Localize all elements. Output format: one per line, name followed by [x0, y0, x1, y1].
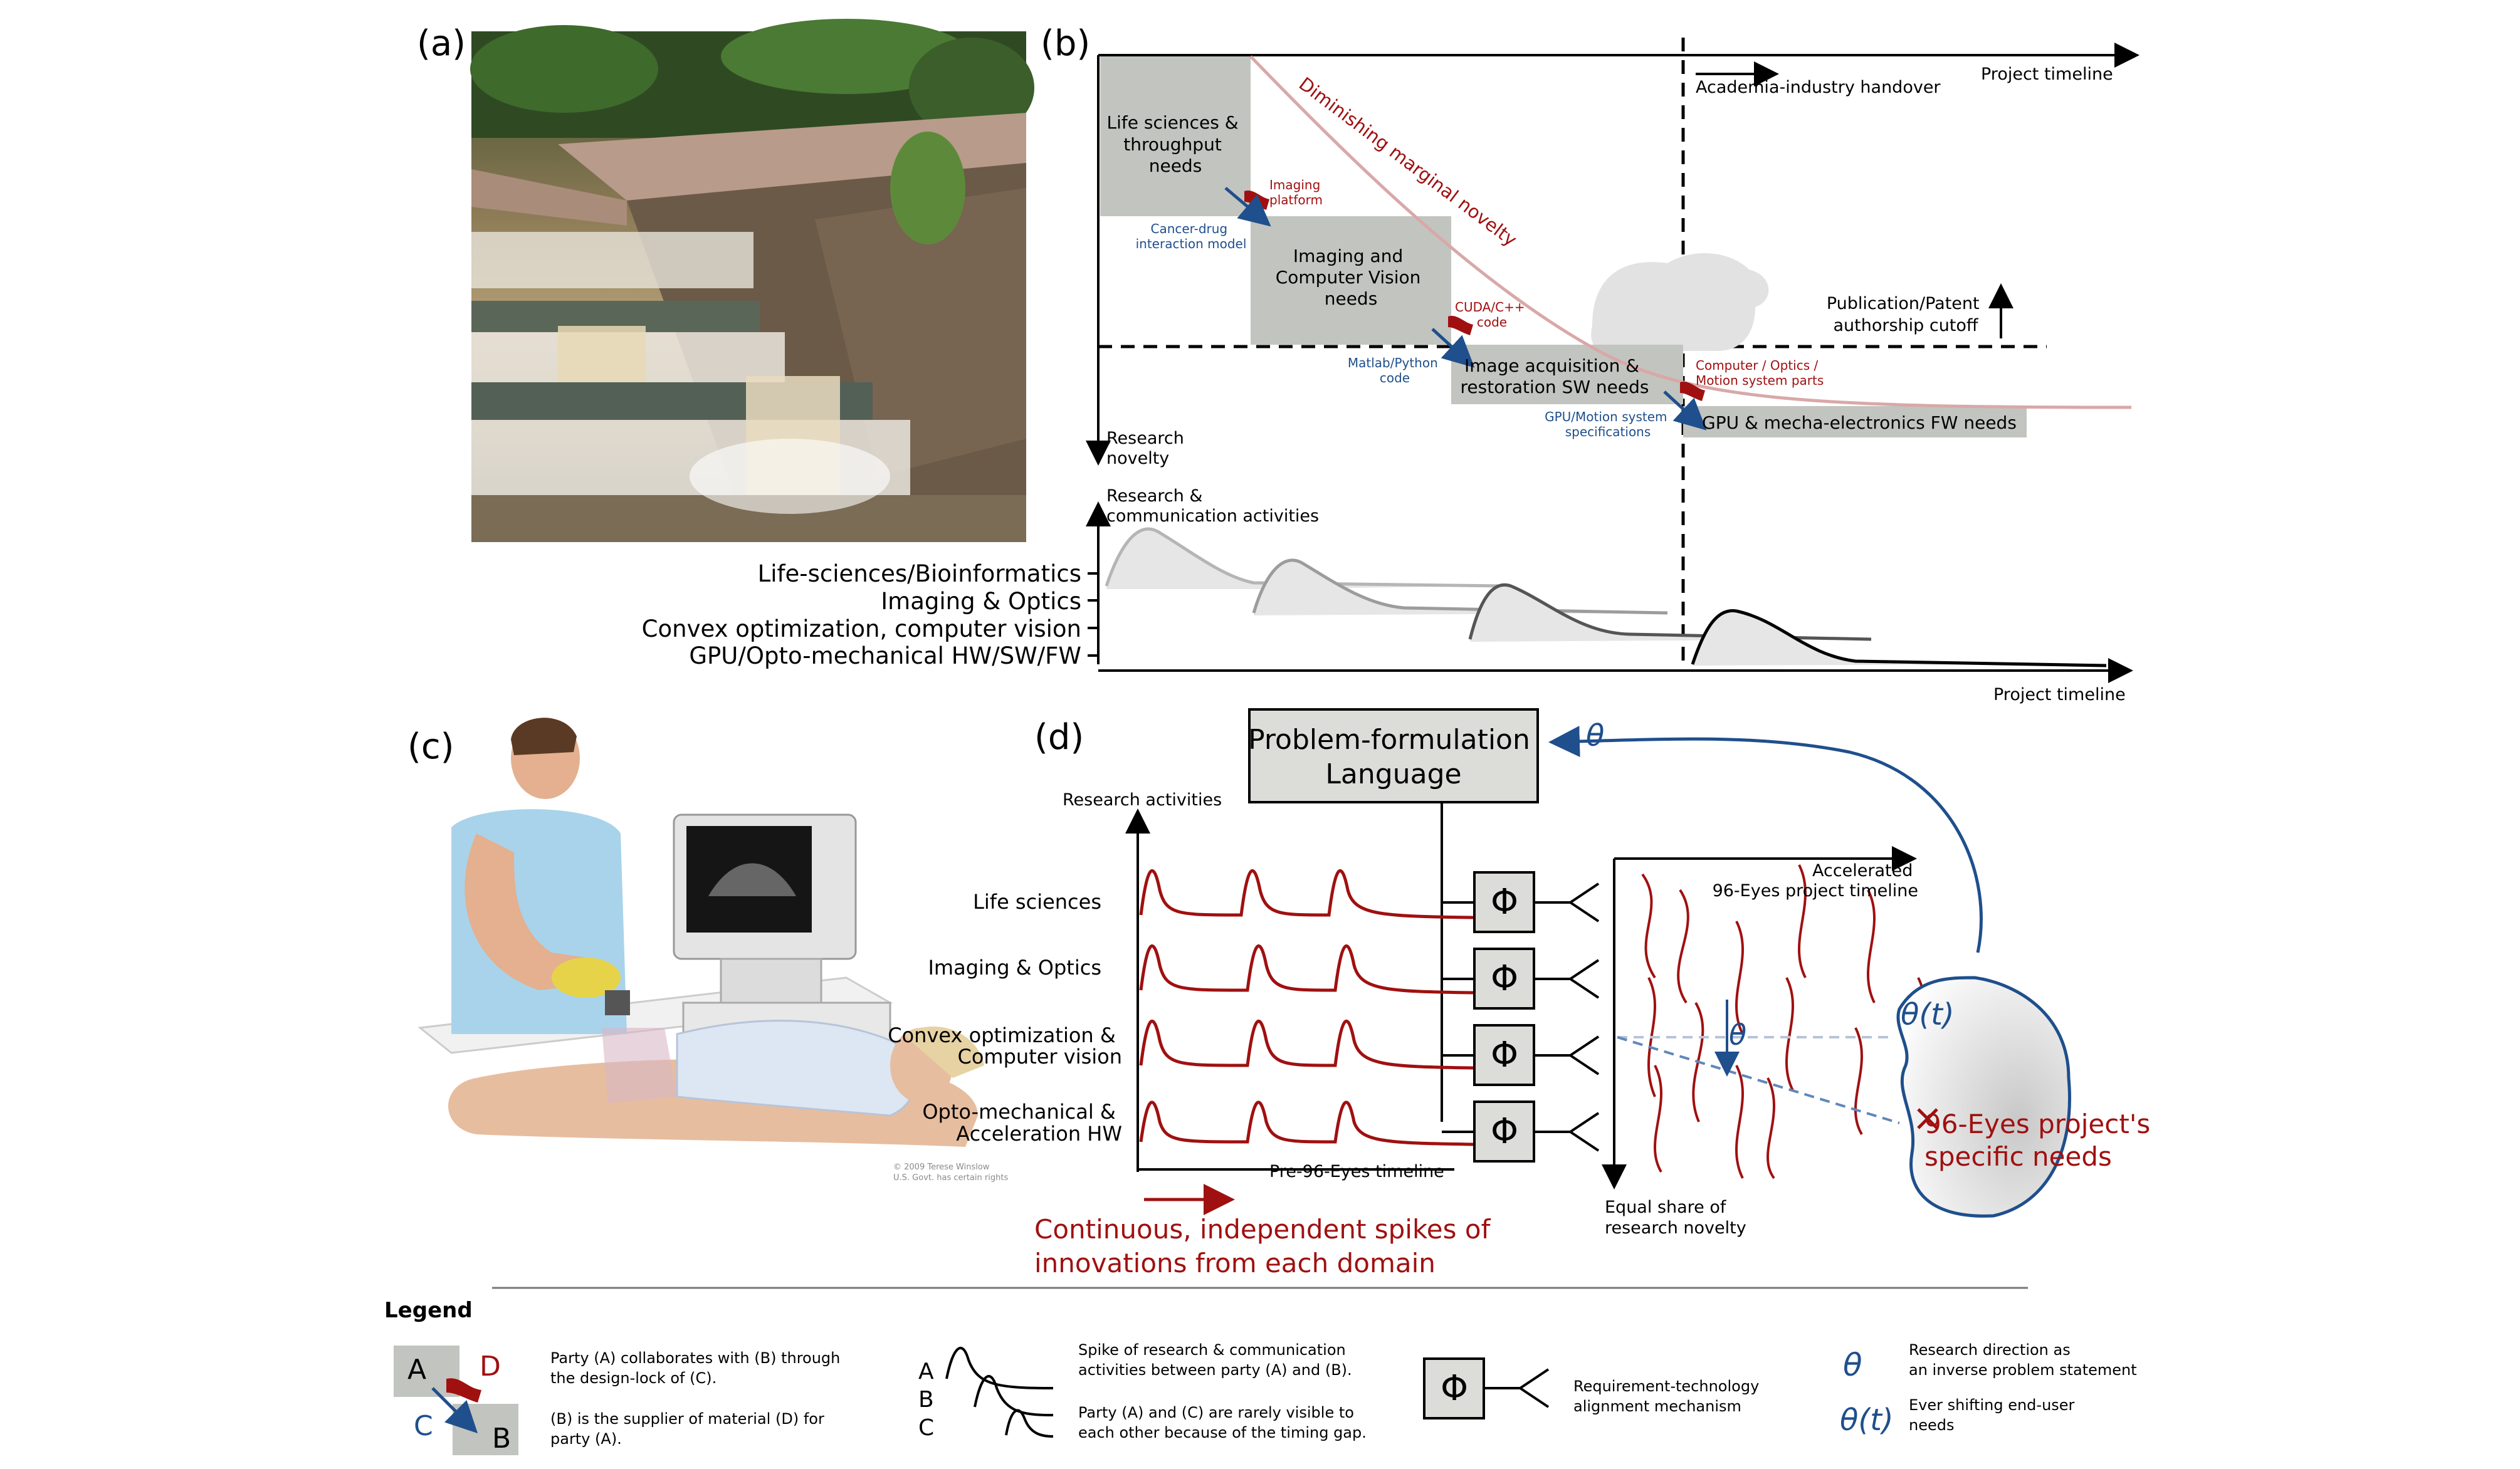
cancer-drug-label: Cancer-drug interaction model — [1136, 221, 1247, 251]
box2-label: Imaging and Computer Vision needs — [1276, 246, 1427, 309]
project-timeline-label: Project timeline — [1981, 65, 2113, 84]
row-convex: Convex optimization, computer vision — [642, 615, 1081, 642]
legend-A: A — [407, 1354, 426, 1386]
legend-text-timing: Party (A) and (C) are rarely visible to … — [1078, 1404, 1367, 1441]
panel-b-diagram — [1086, 38, 2139, 683]
imaging-platform-label: Imaging platform — [1269, 177, 1325, 207]
legend-theta: θ — [1843, 1347, 1862, 1383]
panel-label-b: (b) — [1041, 23, 1090, 64]
phi-4: Φ — [1491, 1111, 1518, 1152]
box3-label: Image acquisition & restoration SW needs — [1461, 355, 1649, 397]
legend-spike-B: B — [918, 1387, 934, 1413]
d-row-imaging-optics: Imaging & Optics — [928, 956, 1101, 980]
legend-collab-symbol — [394, 1346, 518, 1455]
legend-C: C — [414, 1410, 433, 1442]
project-timeline-2-label: Project timeline — [1993, 685, 2126, 704]
row-imaging-optics: Imaging & Optics — [881, 588, 1081, 615]
equal-share-label: Equal share of research novelty — [1605, 1198, 1746, 1238]
legend-B: B — [492, 1423, 511, 1455]
legend-text-alignment: Requirement-technology alignment mechani… — [1573, 1378, 1764, 1415]
phi-3: Φ — [1491, 1035, 1518, 1075]
research-comm-label: Research & communication activities — [1106, 486, 1319, 526]
copyright-note: © 2009 Terese Winslow U.S. Govt. has cer… — [893, 1163, 1008, 1183]
panel-label-d: (d) — [1034, 717, 1084, 758]
theta-mid-label: θ — [1729, 1018, 1746, 1052]
pre-timeline-label: Pre-96-Eyes timeline — [1269, 1162, 1444, 1181]
cuda-label: CUDA/C++ code — [1455, 300, 1529, 330]
legend-title: Legend — [384, 1298, 473, 1323]
legend-phi: Φ — [1441, 1368, 1468, 1409]
d-row-convex: Convex optimization & Computer vision — [888, 1023, 1122, 1069]
legend-phi-symbol — [1423, 1357, 1550, 1419]
research-novelty-label: Research novelty — [1106, 429, 1189, 468]
accelerated-label: Accelerated 96-Eyes project timeline — [1713, 861, 1918, 901]
d-row-life-sciences: Life sciences — [973, 890, 1101, 914]
legend-D: D — [480, 1351, 501, 1383]
specific-needs-label: 96-Eyes project's specific needs — [1924, 1109, 2159, 1172]
fish-ladder-photo — [470, 19, 1034, 542]
legend-spike-A: A — [918, 1359, 934, 1384]
handover-label: Academia-industry handover — [1696, 78, 1941, 97]
research-activities-label: Research activities — [1063, 790, 1222, 810]
d-row-opto: Opto-mechanical & Acceleration HW — [922, 1100, 1122, 1146]
computer-optics-label: Computer / Optics / Motion system parts — [1696, 358, 1824, 388]
legend-spike-symbol — [945, 1347, 1054, 1438]
continuous-spikes-label: Continuous, independent spikes of innova… — [1034, 1214, 1499, 1278]
legend-text-direction: Research direction as an inverse problem… — [1909, 1341, 2137, 1379]
theta-t-label: θ(t) — [1901, 997, 1955, 1032]
panel-label-c: (c) — [407, 726, 454, 767]
row-life-sciences: Life-sciences/Bioinformatics — [758, 560, 1081, 587]
publication-cutoff-label: Publication/Patent authorship cutoff — [1827, 294, 1985, 335]
ultrasound-illustration — [417, 718, 984, 1147]
panel-label-a: (a) — [417, 23, 466, 64]
legend-spike-C: C — [918, 1415, 934, 1441]
matlab-label: Matlab/Python code — [1348, 355, 1442, 385]
theta-top-label: θ — [1586, 718, 1604, 753]
legend-text-supplier: (B) is the supplier of material (D) for … — [550, 1410, 829, 1448]
legend-text-collab: Party (A) collaborates with (B) through … — [550, 1349, 845, 1387]
panel-d-diagram — [1125, 708, 2071, 1218]
legend-text-enduser: Ever shifting end-user needs — [1909, 1396, 2079, 1434]
gpu-motion-label: GPU/Motion system specifications — [1545, 409, 1671, 439]
legend-text-spike: Spike of research & communication activi… — [1078, 1341, 1352, 1379]
phi-2: Φ — [1491, 958, 1518, 999]
box1-label: Life sciences & throughput needs — [1107, 112, 1244, 176]
box4-label: GPU & mecha-electronics FW needs — [1702, 412, 2017, 433]
legend-theta-t: θ(t) — [1840, 1403, 1894, 1438]
row-gpu: GPU/Opto-mechanical HW/SW/FW — [689, 642, 1081, 669]
pfl-box-label: Problem-formulation Language — [1248, 724, 1539, 790]
phi-1: Φ — [1491, 882, 1518, 923]
